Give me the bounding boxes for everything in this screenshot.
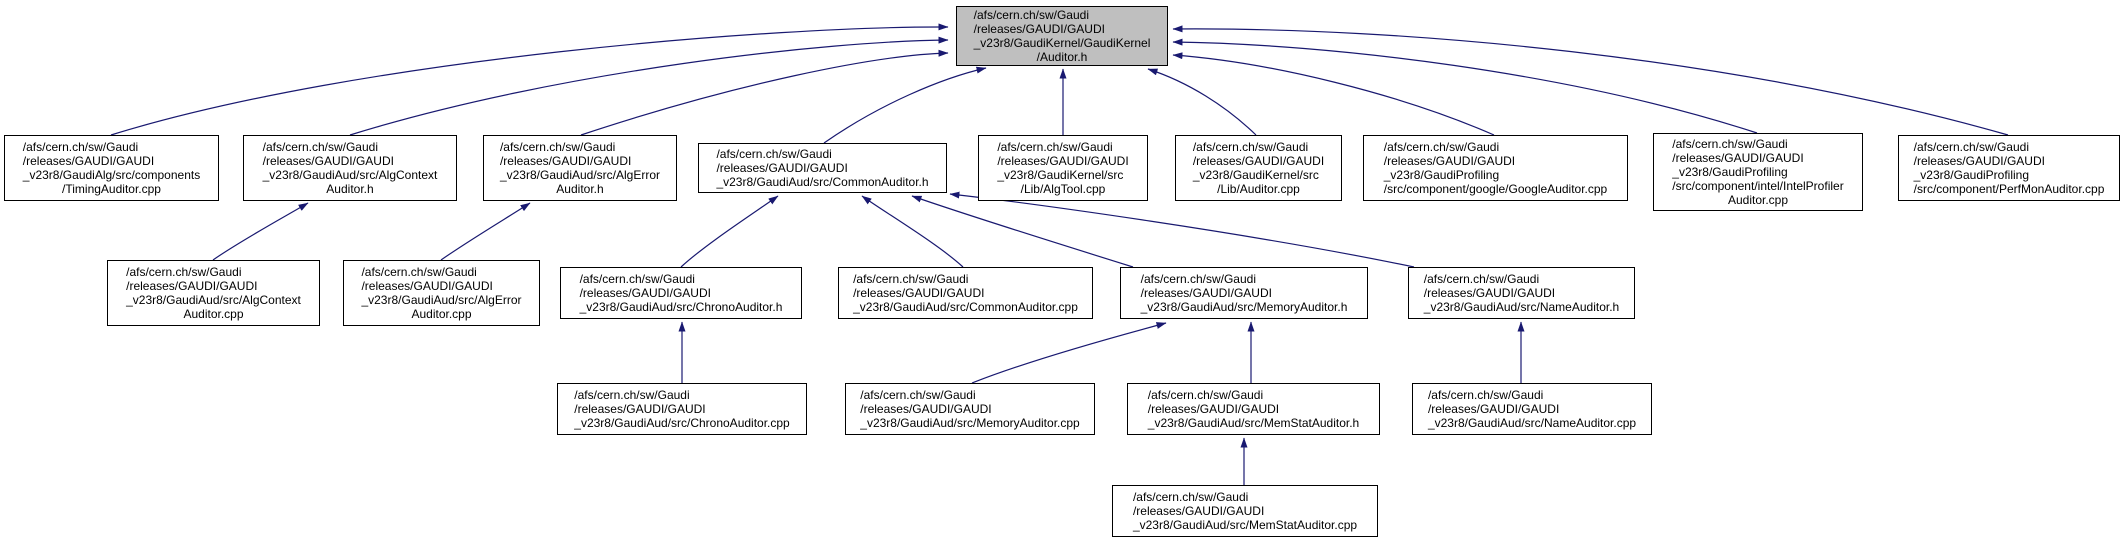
edge-algcontextauditor-h-to-auditor-h <box>349 36 949 136</box>
node-label: /afs/cern.ch/sw/Gaudi/releases/GAUDI/GAU… <box>262 140 438 196</box>
graph-node-auditor-h[interactable]: /afs/cern.ch/sw/Gaudi/releases/GAUDI/GAU… <box>956 6 1168 66</box>
node-label: /afs/cern.ch/sw/Gaudi/releases/GAUDI/GAU… <box>997 140 1129 196</box>
node-label: /afs/cern.ch/sw/Gaudi/releases/GAUDI/GAU… <box>361 265 522 321</box>
graph-node-memoryauditor-h[interactable]: /afs/cern.ch/sw/Gaudi/releases/GAUDI/GAU… <box>1120 267 1368 319</box>
node-label: /afs/cern.ch/sw/Gaudi/releases/GAUDI/GAU… <box>973 8 1151 64</box>
edge-nameauditor-h-to-commonauditor-h <box>949 191 1415 268</box>
edge-googleauditor-cpp-to-auditor-h <box>1172 52 1495 136</box>
graph-node-intelprofilerauditor-cpp[interactable]: /afs/cern.ch/sw/Gaudi/releases/GAUDI/GAU… <box>1653 133 1863 211</box>
edge-chronoauditor-h-to-commonauditor-h <box>680 195 779 268</box>
node-label: /afs/cern.ch/sw/Gaudi/releases/GAUDI/GAU… <box>1427 388 1637 430</box>
graph-node-memoryauditor-cpp[interactable]: /afs/cern.ch/sw/Gaudi/releases/GAUDI/GAU… <box>845 383 1095 435</box>
node-label: /afs/cern.ch/sw/Gaudi/releases/GAUDI/GAU… <box>1913 140 2105 196</box>
edge-commonauditor-cpp-to-commonauditor-h <box>861 195 964 268</box>
edge-perfmonauditor-cpp-to-auditor-h <box>1172 25 2009 136</box>
graph-node-algcontextauditor-cpp[interactable]: /afs/cern.ch/sw/Gaudi/releases/GAUDI/GAU… <box>107 260 320 326</box>
node-label: /afs/cern.ch/sw/Gaudi/releases/GAUDI/GAU… <box>126 265 301 321</box>
node-label: /afs/cern.ch/sw/Gaudi/releases/GAUDI/GAU… <box>860 388 1080 430</box>
edge-memoryauditor-cpp-to-memoryauditor-h <box>971 322 1167 384</box>
graph-node-algtool-cpp[interactable]: /afs/cern.ch/sw/Gaudi/releases/GAUDI/GAU… <box>978 135 1148 201</box>
graph-node-googleauditor-cpp[interactable]: /afs/cern.ch/sw/Gaudi/releases/GAUDI/GAU… <box>1363 135 1628 201</box>
graph-node-memstatauditor-cpp[interactable]: /afs/cern.ch/sw/Gaudi/releases/GAUDI/GAU… <box>1112 485 1378 537</box>
graph-node-nameauditor-cpp[interactable]: /afs/cern.ch/sw/Gaudi/releases/GAUDI/GAU… <box>1412 383 1652 435</box>
graph-node-algerrorauditor-cpp[interactable]: /afs/cern.ch/sw/Gaudi/releases/GAUDI/GAU… <box>343 260 540 326</box>
graph-node-algerrorauditor-h[interactable]: /afs/cern.ch/sw/Gaudi/releases/GAUDI/GAU… <box>483 135 677 201</box>
node-label: /afs/cern.ch/sw/Gaudi/releases/GAUDI/GAU… <box>1147 388 1360 430</box>
edge-commonauditor-h-to-auditor-h <box>823 66 987 144</box>
graph-node-algcontextauditor-h[interactable]: /afs/cern.ch/sw/Gaudi/releases/GAUDI/GAU… <box>243 135 457 201</box>
node-label: /afs/cern.ch/sw/Gaudi/releases/GAUDI/GAU… <box>716 147 929 189</box>
edge-algcontextauditor-cpp-to-algcontextauditor-h <box>212 202 309 261</box>
node-label: /afs/cern.ch/sw/Gaudi/releases/GAUDI/GAU… <box>579 272 783 314</box>
node-label: /afs/cern.ch/sw/Gaudi/releases/GAUDI/GAU… <box>499 140 661 196</box>
node-label: /afs/cern.ch/sw/Gaudi/releases/GAUDI/GAU… <box>1140 272 1348 314</box>
edge-auditor-cpp-to-auditor-h <box>1147 68 1257 136</box>
graph-node-memstatauditor-h[interactable]: /afs/cern.ch/sw/Gaudi/releases/GAUDI/GAU… <box>1127 383 1380 435</box>
graph-node-timingauditor-cpp[interactable]: /afs/cern.ch/sw/Gaudi/releases/GAUDI/GAU… <box>4 135 219 201</box>
node-label: /afs/cern.ch/sw/Gaudi/releases/GAUDI/GAU… <box>1672 137 1844 207</box>
graph-node-auditor-cpp[interactable]: /afs/cern.ch/sw/Gaudi/releases/GAUDI/GAU… <box>1175 135 1342 201</box>
node-label: /afs/cern.ch/sw/Gaudi/releases/GAUDI/GAU… <box>22 140 201 196</box>
node-label: /afs/cern.ch/sw/Gaudi/releases/GAUDI/GAU… <box>853 272 1078 314</box>
node-label: /afs/cern.ch/sw/Gaudi/releases/GAUDI/GAU… <box>1192 140 1325 196</box>
graph-node-nameauditor-h[interactable]: /afs/cern.ch/sw/Gaudi/releases/GAUDI/GAU… <box>1408 267 1635 319</box>
node-label: /afs/cern.ch/sw/Gaudi/releases/GAUDI/GAU… <box>574 388 790 430</box>
node-label: /afs/cern.ch/sw/Gaudi/releases/GAUDI/GAU… <box>1423 272 1620 314</box>
edge-timingauditor-to-auditor-h <box>110 23 949 136</box>
edge-memoryauditor-h-to-commonauditor-h <box>911 195 1134 268</box>
graph-node-perfmonauditor-cpp[interactable]: /afs/cern.ch/sw/Gaudi/releases/GAUDI/GAU… <box>1898 135 2120 201</box>
node-label: /afs/cern.ch/sw/Gaudi/releases/GAUDI/GAU… <box>1383 140 1608 196</box>
graph-node-chronoauditor-cpp[interactable]: /afs/cern.ch/sw/Gaudi/releases/GAUDI/GAU… <box>557 383 807 435</box>
edge-algerrorauditor-h-to-auditor-h <box>580 49 949 136</box>
edge-intelprofilerauditor-cpp-to-auditor-h <box>1172 38 1758 134</box>
graph-node-commonauditor-h[interactable]: /afs/cern.ch/sw/Gaudi/releases/GAUDI/GAU… <box>698 143 947 193</box>
edge-algerrorauditor-cpp-to-algerrorauditor-h <box>440 202 531 261</box>
graph-node-commonauditor-cpp[interactable]: /afs/cern.ch/sw/Gaudi/releases/GAUDI/GAU… <box>838 267 1093 319</box>
node-label: /afs/cern.ch/sw/Gaudi/releases/GAUDI/GAU… <box>1132 490 1358 532</box>
graph-node-chronoauditor-h[interactable]: /afs/cern.ch/sw/Gaudi/releases/GAUDI/GAU… <box>560 267 802 319</box>
